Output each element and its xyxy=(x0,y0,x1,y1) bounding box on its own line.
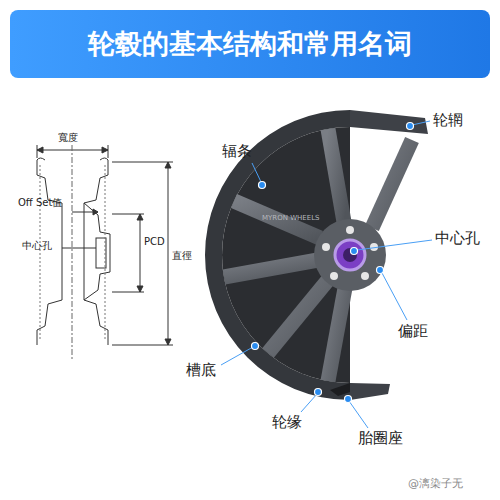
part-label: 轮缘 xyxy=(272,413,302,431)
dimension-label: 寬度 xyxy=(58,132,78,144)
part-label: 轮辋 xyxy=(433,111,463,129)
title-text: 轮毂的基本结构和常用名词 xyxy=(88,28,412,60)
part-label: 辐条 xyxy=(222,142,252,160)
part-label: 中心孔 xyxy=(22,240,52,252)
part-label: 槽底 xyxy=(186,361,216,379)
part-label: 中心孔 xyxy=(435,229,480,247)
part-label: 胎圈座 xyxy=(358,429,403,447)
dimension-label: PCD xyxy=(144,236,165,248)
wheel-illustration xyxy=(205,110,428,400)
dimension-label: 直徑 xyxy=(172,250,192,262)
brand-watermark: MYRON WHEELS xyxy=(262,214,320,222)
leader-lines xyxy=(221,121,432,428)
watermark: @漓染子无 xyxy=(408,477,463,490)
callout-dots xyxy=(252,123,414,403)
dimension-label: Off Set值 xyxy=(18,197,62,209)
section-drawing xyxy=(37,145,173,360)
part-label: 偏距 xyxy=(398,322,428,340)
title-band xyxy=(10,10,490,78)
